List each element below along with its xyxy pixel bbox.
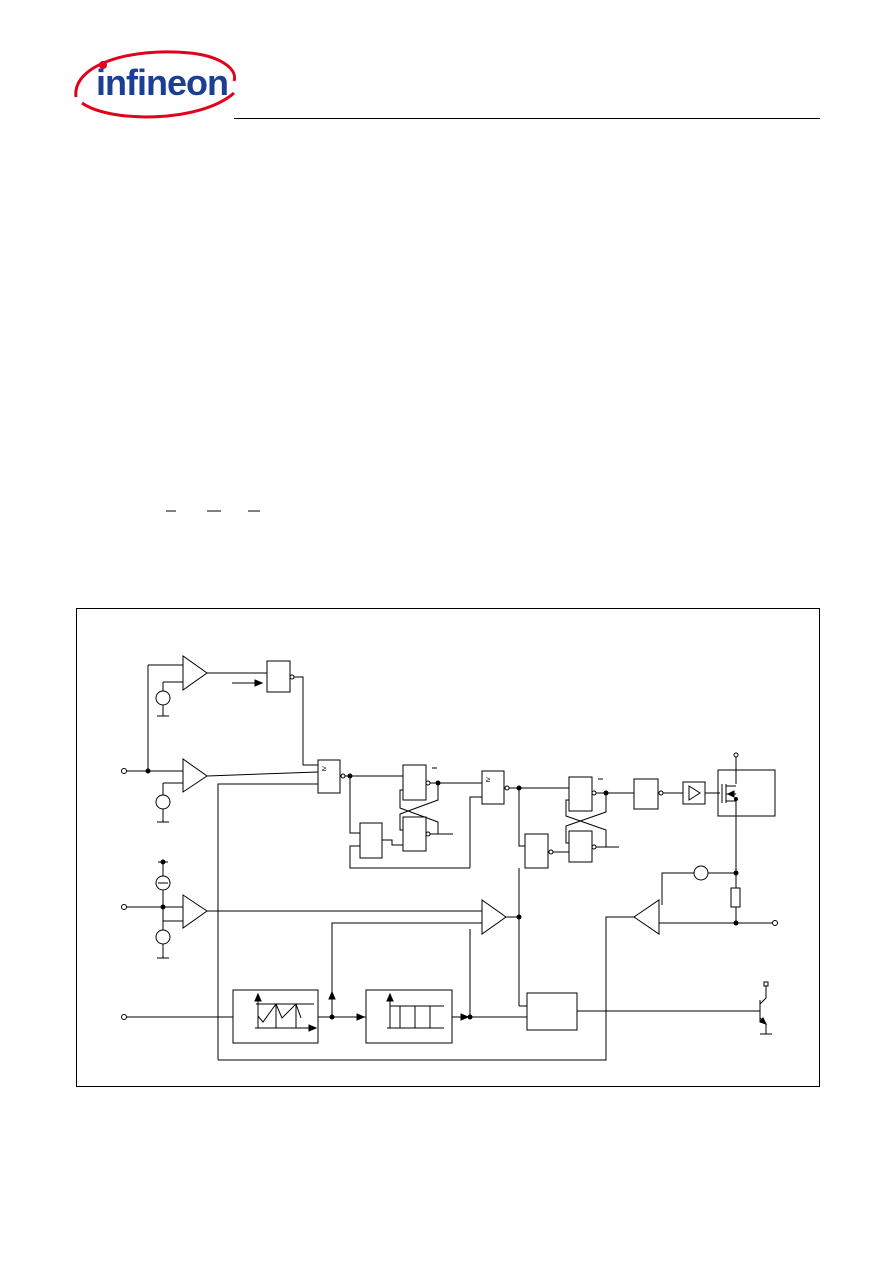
supply-pin xyxy=(733,752,739,758)
flipflop-1-gate-b xyxy=(402,816,427,852)
output-pin-1 xyxy=(772,920,778,926)
voltage-source-2 xyxy=(155,794,171,810)
current-source-out xyxy=(693,865,709,881)
voltage-source-3 xyxy=(155,929,171,945)
flipflop-1-gate-c xyxy=(359,822,383,859)
logo-text: infineon xyxy=(96,62,228,103)
logo-i-dot xyxy=(99,61,107,69)
header-rule xyxy=(234,118,820,119)
flipflop-2-gate-c xyxy=(524,833,549,869)
or-gate-1 xyxy=(317,759,341,794)
sense-amplifier xyxy=(633,899,660,935)
overbar-marks xyxy=(166,510,260,512)
buffer-block xyxy=(682,781,706,805)
comparator-2 xyxy=(182,758,208,793)
logo-swoosh-lower xyxy=(81,91,235,119)
sense-resistor xyxy=(730,887,741,908)
flipflop-1-gate-a xyxy=(402,764,427,801)
input-pin-2 xyxy=(121,904,127,910)
input-pin-3 xyxy=(121,1014,127,1020)
driver-block xyxy=(633,778,659,810)
flipflop-2-gate-b xyxy=(568,830,593,863)
block-diagram-frame xyxy=(76,608,820,1087)
buffer-symbol xyxy=(688,785,701,801)
or-gate-2 xyxy=(481,770,505,805)
comparator-1 xyxy=(182,655,208,691)
or-gate-1-symbol: ≥ xyxy=(322,764,327,773)
logic-gate-top xyxy=(266,660,291,693)
collector-pin xyxy=(763,981,769,987)
comparator-3 xyxy=(182,894,208,929)
power-mosfet-box xyxy=(717,769,776,817)
sawtooth-waveform xyxy=(257,1002,302,1023)
comparator-4 xyxy=(481,899,507,935)
clock-block xyxy=(365,989,453,1044)
control-block xyxy=(526,992,578,1031)
logo-swoosh xyxy=(74,50,237,98)
or-gate-2-symbol: ≥ xyxy=(486,775,491,784)
voltage-source-1 xyxy=(155,690,171,706)
infineon-logo: infineon xyxy=(74,50,237,119)
flipflop-2-gate-a xyxy=(568,776,593,812)
input-pin-1 xyxy=(121,768,127,774)
